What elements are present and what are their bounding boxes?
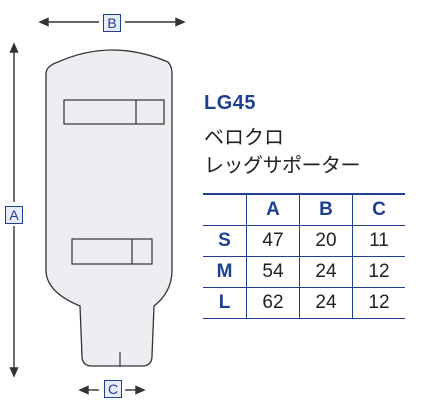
table-row: M 54 24 12: [203, 256, 405, 288]
table-row: S 47 20 11: [203, 225, 405, 257]
dimension-b-arrow: [38, 17, 186, 27]
dimension-a-label: A: [5, 206, 23, 224]
cell-b: 20: [299, 225, 353, 257]
table-row: L 62 24 12: [203, 287, 405, 319]
cell-a: 54: [246, 256, 300, 288]
cell-b: 24: [299, 287, 353, 319]
dimension-c-label: C: [104, 380, 122, 398]
cell-b: 24: [299, 256, 353, 288]
size-table-corner: [203, 193, 247, 226]
column-header-a: A: [246, 193, 300, 226]
row-size-label: L: [203, 287, 247, 319]
row-size-label: M: [203, 256, 247, 288]
cell-c: 11: [352, 225, 405, 257]
product-name-line2: レッグサポーター: [204, 153, 361, 177]
column-header-b: B: [299, 193, 353, 226]
dimension-c-arrow: [78, 385, 146, 395]
row-size-label: S: [203, 225, 247, 257]
product-code: LG45: [204, 92, 257, 114]
size-table: A B C S 47 20 11 M 54 24 12 L 62 24 12: [203, 193, 405, 319]
cell-c: 12: [352, 287, 405, 319]
dimension-b-label: B: [103, 14, 121, 32]
cell-a: 47: [246, 225, 300, 257]
product-name-line1: ベロクロ: [204, 125, 284, 149]
dimension-a-arrow: [9, 42, 19, 378]
cell-a: 62: [246, 287, 300, 319]
leg-supporter-outline: [45, 49, 173, 367]
lower-velcro-strap: [71, 238, 153, 265]
column-header-c: C: [352, 193, 405, 226]
size-table-header-row: A B C: [203, 193, 405, 226]
cell-c: 12: [352, 256, 405, 288]
upper-velcro-strap: [63, 99, 165, 125]
